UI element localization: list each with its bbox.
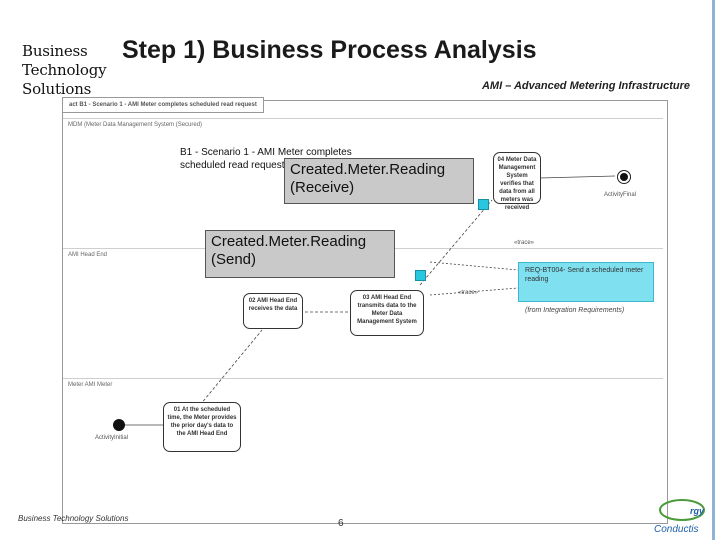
callout-receive-line-2: (Receive)	[290, 179, 355, 196]
page-number: 6	[338, 518, 344, 529]
svg-text:Conductis: Conductis	[654, 524, 698, 535]
flow-01-to-02	[199, 329, 263, 406]
lane-label-mdm: MDM (Meter Data Management System (Secur…	[68, 122, 203, 128]
trace-to-requirement-2	[429, 287, 519, 296]
right-divider	[712, 0, 715, 540]
activity-03-transmit-data[interactable]: 03 AMI Head End transmits data to the Me…	[350, 290, 424, 336]
flow-04-to-final	[539, 175, 616, 179]
requirement-box[interactable]: REQ-BT004- Send a scheduled meter readin…	[518, 262, 654, 302]
lane-divider-meter	[63, 378, 663, 379]
slide-title: Step 1) Business Process Analysis	[122, 36, 537, 64]
output-port-receive[interactable]	[478, 199, 489, 210]
footer-company-name: Business Technology Solutions	[18, 514, 129, 523]
lane-label-head-end: AMI Head End	[68, 252, 108, 258]
callout-receive-line-1: Created.Meter.Reading	[290, 161, 446, 178]
scenario-step-line-2: scheduled read request	[180, 160, 285, 171]
svg-text:rgy: rgy	[690, 506, 705, 516]
activity-initial-label: ActivityInitial	[95, 435, 129, 441]
callout-created-meter-reading-receive: Created.Meter.Reading (Receive)	[284, 158, 474, 204]
callout-send-line-2: (Send)	[211, 251, 257, 268]
activity-01-meter-provides-data[interactable]: 01 At the scheduled time, the Meter prov…	[163, 402, 241, 452]
scenario-step-label: B1 - Scenario 1 - AMI Meter completes sc…	[180, 146, 352, 172]
logo-line-1: Business	[22, 42, 88, 60]
conductis-brand-logo: rgy Conductis	[654, 499, 705, 535]
business-technology-solutions-logo: Business Technology Solutions	[22, 42, 107, 99]
trace-to-requirement-1	[429, 261, 519, 271]
activity-final-label: ActivityFinal	[604, 192, 637, 198]
output-port-send[interactable]	[415, 270, 426, 281]
lane-divider-mdm	[63, 118, 663, 119]
callout-created-meter-reading-send: Created.Meter.Reading (Send)	[205, 230, 395, 278]
callout-send-line-1: Created.Meter.Reading	[211, 233, 367, 250]
slide-subtitle: AMI – Advanced Metering Infrastructure	[481, 80, 690, 92]
activity-initial-node[interactable]	[113, 419, 125, 431]
lane-label-meter: Meter AMI Meter	[68, 382, 113, 388]
activity-final-node[interactable]	[617, 170, 631, 184]
requirement-source-note: (from Integration Requirements)	[525, 307, 625, 314]
activity-02-receive-data[interactable]: 02 AMI Head End receives the data	[243, 293, 303, 329]
flow-03-to-04	[419, 199, 493, 286]
trace-label-1: «trace»	[514, 240, 535, 246]
diagram-tab: act B1 - Scenario 1 - AMI Meter complete…	[62, 97, 264, 113]
scenario-step-line-1: B1 - Scenario 1 - AMI Meter completes	[180, 147, 352, 158]
logo-line-2: Technology	[22, 61, 107, 79]
trace-label-2: «trace»	[458, 290, 479, 296]
activity-04-verify-data[interactable]: 04 Meter Data Management System verifies…	[493, 152, 541, 211]
logo-line-3: Solutions	[22, 80, 92, 98]
